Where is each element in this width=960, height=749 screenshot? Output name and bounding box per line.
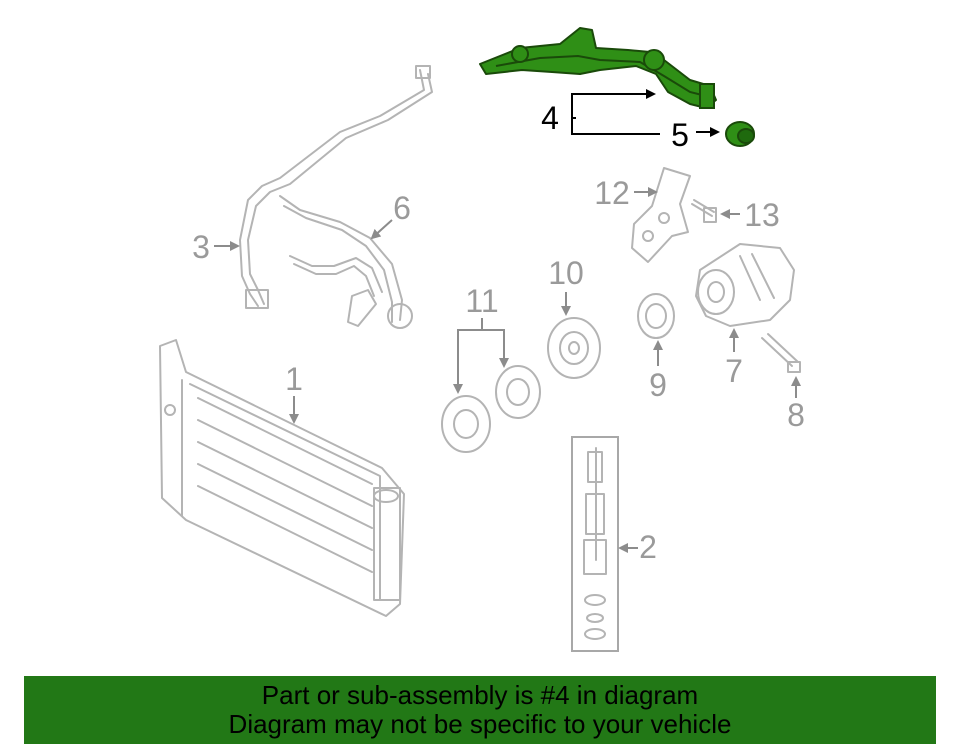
callout-3: 3	[192, 229, 210, 265]
part-7-compressor[interactable]	[695, 243, 795, 327]
callout-1: 1	[285, 361, 303, 397]
callout-7: 7	[725, 353, 743, 389]
callout-2: 2	[639, 529, 657, 565]
callout-8: 8	[787, 397, 805, 433]
callout-9: 9	[649, 367, 667, 403]
callout-6: 6	[393, 190, 411, 226]
info-banner: Part or sub-assembly is #4 in diagram Di…	[24, 676, 936, 744]
banner-line-disclaimer: Diagram may not be specific to your vehi…	[228, 709, 732, 739]
callout-12: 12	[594, 175, 630, 211]
part-6-hose[interactable]	[279, 195, 413, 329]
part-10-pulley[interactable]	[547, 317, 601, 379]
callout-5: 5	[671, 117, 689, 153]
part-9-bearing[interactable]	[637, 293, 675, 339]
leader-lines	[214, 89, 801, 553]
part-3-hose[interactable]	[239, 65, 433, 309]
callout-13: 13	[744, 197, 780, 233]
callout-4: 4	[541, 100, 559, 136]
part-4-ac-line-assembly[interactable]	[479, 27, 717, 109]
part-13-bolt[interactable]	[691, 199, 717, 223]
part-1-condenser[interactable]	[159, 339, 405, 617]
part-12-bracket[interactable]	[631, 167, 691, 263]
part-2-drier-kit[interactable]	[571, 436, 619, 652]
part-11-pulley-pair[interactable]	[441, 365, 541, 453]
callout-11: 11	[465, 283, 498, 319]
part-8-bolt[interactable]	[761, 333, 801, 373]
callout-10: 10	[548, 255, 584, 291]
part-5-fitting[interactable]	[725, 121, 755, 147]
banner-line-part-number: Part or sub-assembly is #4 in diagram	[261, 680, 699, 710]
